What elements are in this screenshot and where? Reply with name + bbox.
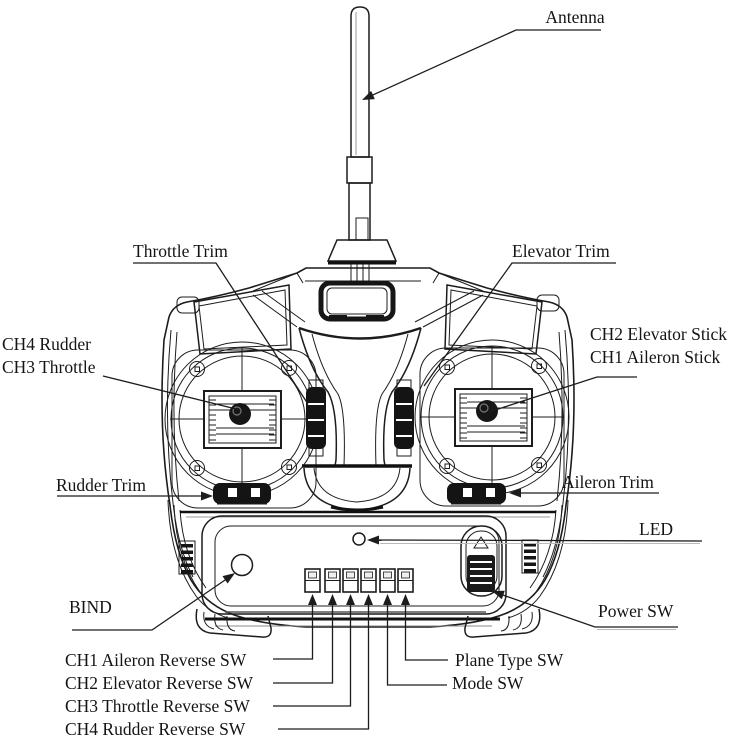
antenna [326, 6, 398, 265]
reverse-switch-bank [304, 568, 414, 593]
bind-arrowhead [222, 573, 235, 584]
label-bind: BIND [69, 597, 112, 617]
ch4-ch3-leader-line [102, 375, 241, 411]
callout-labels: Antenna Throttle Trim Elevator Trim CH4 … [2, 7, 727, 739]
left-side-ridges [178, 540, 196, 575]
plane-type-leader-line [404, 600, 448, 661]
right-gimbal [414, 339, 570, 495]
right-inner-wall [542, 329, 570, 578]
led-leader-line [377, 539, 703, 542]
label-throttle-trim: Throttle Trim [133, 241, 228, 261]
center-column [252, 290, 484, 467]
right-top-tab [536, 294, 560, 312]
dip-switch-ch3 [342, 568, 359, 593]
label-ch3-throttle-reverse-sw: CH3 Throttle Reverse SW [65, 696, 250, 716]
label-ch3-throttle: CH3 Throttle [2, 357, 96, 377]
label-ch2-elevator-stick: CH2 Elevator Stick [590, 324, 727, 344]
switch-arrowhead-3 [346, 594, 355, 605]
transmitter-body [161, 263, 575, 638]
mode-sw-leader-line [386, 600, 447, 686]
left-inner-wall-2 [173, 331, 180, 502]
chin-bowl [302, 464, 412, 512]
switch-arrowhead-6 [401, 594, 410, 605]
elevator-trim-wheel [394, 379, 414, 457]
aileron-trim-arrowhead [509, 488, 521, 498]
power-sw-leader-line [499, 593, 678, 628]
right-shoulder-panel [444, 284, 543, 355]
handle-opening [318, 280, 396, 322]
switch-arrowhead-2 [328, 594, 337, 605]
label-ch4-rudder-reverse-sw: CH4 Rudder Reverse SW [65, 719, 246, 739]
left-gimbal [164, 341, 320, 497]
ch3-reverse-leader-line [273, 600, 352, 707]
label-antenna: Antenna [545, 7, 605, 27]
label-ch1-aileron-stick: CH1 Aileron Stick [590, 347, 721, 367]
leader-lines [57, 29, 703, 730]
right-gimbal-screws [439, 358, 547, 474]
right-grip-curve-3 [529, 509, 557, 589]
throttle-trim-wheel [306, 379, 326, 457]
left-grip-curve-2 [173, 504, 231, 614]
antenna-arrowhead [362, 90, 375, 100]
bind-button [230, 553, 254, 577]
right-inner-wall-2 [556, 331, 563, 502]
dip-switch-plane-type [397, 568, 414, 593]
label-mode-sw: Mode SW [452, 673, 524, 693]
dip-switch-ch2 [324, 568, 341, 593]
label-elevator-trim: Elevator Trim [512, 241, 610, 261]
left-foot [195, 608, 272, 638]
power-switch [460, 525, 503, 597]
bind-leader-line [72, 577, 229, 631]
led-arrowhead [367, 535, 379, 545]
right-grip-curve-2 [505, 504, 563, 614]
label-ch4-rudder: CH4 Rudder [2, 334, 91, 354]
ch4-reverse-leader-line [278, 600, 370, 730]
label-led: LED [639, 519, 673, 539]
antenna-leader-line [363, 29, 601, 100]
label-ch2-elevator-reverse-sw: CH2 Elevator Reverse SW [65, 673, 254, 693]
antenna-base [326, 239, 398, 262]
body-outline [161, 267, 575, 628]
ch2-reverse-leader-line [273, 600, 334, 684]
left-shoulder-panel [193, 284, 292, 355]
switch-arrowhead-4 [364, 594, 373, 605]
elevator-trim-leader-line [423, 262, 616, 387]
lower-panel [201, 515, 507, 615]
left-top-tab [176, 296, 200, 314]
rudder-trim-wheel [213, 483, 271, 505]
power-sw-arrowhead [492, 590, 505, 600]
switch-arrowhead-1 [308, 594, 317, 605]
dip-switch-mode [379, 568, 396, 593]
led-indicator [352, 532, 366, 546]
label-plane-type-sw: Plane Type SW [455, 650, 564, 670]
throttle-trim-leader-line [133, 262, 309, 405]
ch2-ch1-leader-line [488, 376, 637, 413]
right-foot [464, 608, 541, 638]
right-grip-curve [507, 499, 569, 619]
rudder-trim-arrowhead [201, 491, 213, 501]
aileron-trim-wheel [447, 483, 506, 505]
dip-switch-ch4 [360, 568, 377, 593]
label-aileron-trim: Aileron Trim [562, 472, 654, 492]
right-side-ridges [521, 539, 539, 574]
label-power-sw: Power SW [598, 601, 674, 621]
switch-arrowhead-5 [383, 594, 392, 605]
ch1-reverse-leader-line [273, 600, 314, 660]
dip-switch-ch1 [304, 568, 321, 593]
label-ch1-aileron-reverse-sw: CH1 Aileron Reverse SW [65, 650, 247, 670]
label-rudder-trim: Rudder Trim [56, 475, 146, 495]
